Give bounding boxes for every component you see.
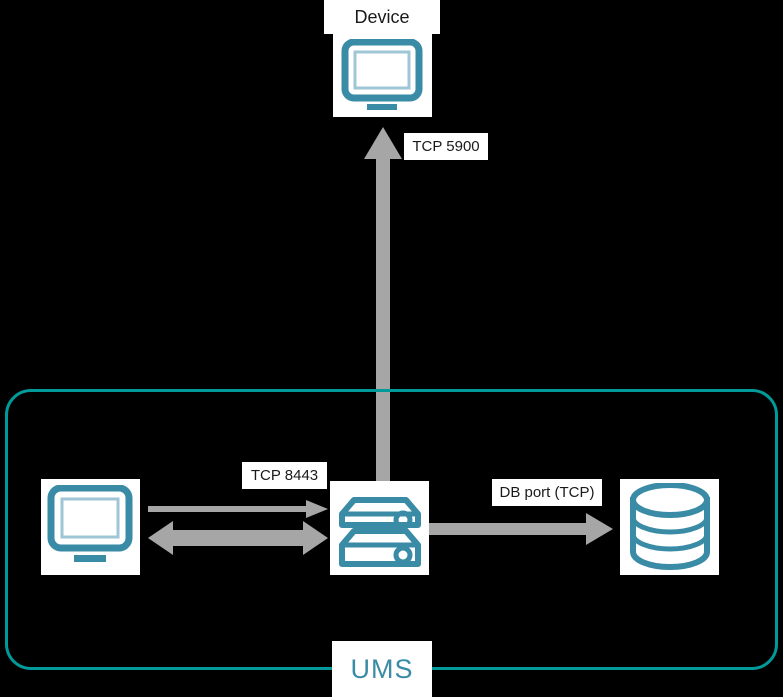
device-label: Device	[324, 0, 440, 34]
ums-boundary-label: UMS	[332, 641, 432, 697]
connector-server-to-device	[364, 127, 402, 485]
arrow-up-head	[364, 127, 402, 485]
connector-label-tcp-8443: TCP 8443	[242, 462, 327, 489]
database-icon	[630, 483, 710, 570]
arrow-bidirectional	[148, 521, 328, 555]
connector-client-to-server-bidirectional	[148, 521, 328, 555]
monitor-icon	[47, 485, 133, 562]
arrow-right-thick	[428, 513, 613, 545]
connector-label-tcp-5900: TCP 5900	[404, 133, 488, 160]
connector-server-to-database	[428, 513, 613, 545]
connector-client-to-server-thin	[148, 500, 328, 518]
monitor-icon	[341, 39, 423, 110]
connector-label-db-port: DB port (TCP)	[492, 479, 602, 506]
arrow-right-thin	[148, 500, 328, 518]
server-icon	[339, 497, 421, 567]
